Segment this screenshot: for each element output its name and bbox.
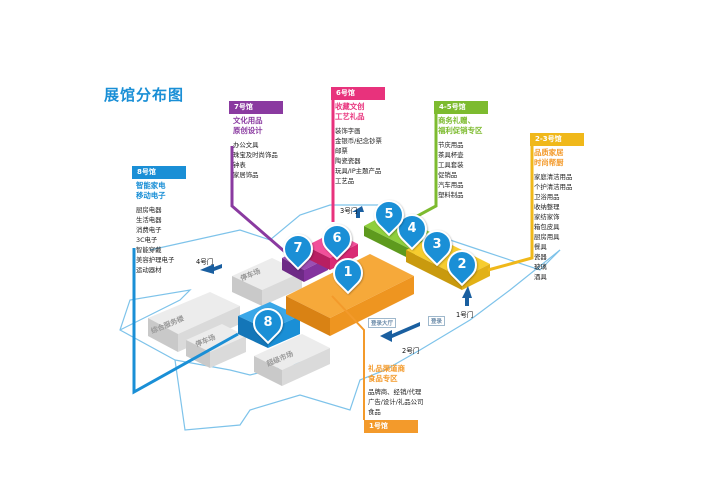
hall-7-item-list: 办公文具 珠宝及时尚饰品 钟表 家居饰品: [233, 140, 283, 180]
list-item: 工具套装: [438, 161, 464, 169]
gate-arrows: [200, 206, 472, 342]
hall-7-header: 7号馆: [229, 101, 283, 114]
gate-4-label: 4号门: [196, 258, 214, 266]
list-item: 陶瓷瓷器: [335, 157, 361, 165]
gate-3-label: 3号门: [340, 207, 358, 215]
hall-8-header: 8号馆: [132, 166, 186, 179]
list-item: 瓷器: [534, 253, 547, 261]
list-item: 餐具: [534, 243, 547, 251]
hall-6-header: 6号馆: [331, 87, 385, 100]
hall-23-header: 2-3号馆: [530, 133, 584, 146]
hall-1-item-list: 品牌商、经销/代理 广告/设计/礼品公司 食品: [368, 387, 423, 417]
hall-1-subtitle-2: 食品专区: [368, 374, 398, 383]
list-item: 品牌商、经销/代理: [368, 388, 422, 396]
list-item: 办公文具: [233, 141, 259, 149]
list-item: 厨房电器: [136, 206, 162, 214]
gate-2-label: 2号门: [402, 347, 420, 355]
list-item: 金银币/纪念钞票: [335, 137, 382, 145]
hall-6-subtitle-2: 工艺礼品: [335, 112, 365, 121]
list-item: 厨房用具: [534, 233, 560, 241]
list-item: 箱包皮具: [534, 223, 560, 231]
hall-1-card: 礼品渠道商 食品专区 品牌商、经销/代理 广告/设计/礼品公司 食品 1号馆: [364, 362, 423, 433]
list-item: 玩具/IP主题产品: [335, 167, 382, 175]
hall-1-subtitle-1: 礼品渠道商: [368, 364, 405, 373]
leader-1: [331, 295, 365, 420]
list-item: 茶具杯壶: [438, 151, 464, 159]
list-item: 收纳整理: [534, 203, 560, 211]
list-item: 家庭清洁用品: [534, 173, 573, 181]
list-item: 食品: [368, 408, 381, 416]
list-item: 塑料制品: [438, 191, 464, 199]
hall-45-subtitle-1: 商务礼赠、: [438, 116, 475, 125]
page-title: 展馆分布图: [104, 86, 185, 104]
list-item: 珠宝及时尚饰品: [233, 151, 278, 159]
hall-45-subtitle-2: 福利促销专区: [438, 126, 483, 135]
hall-8-subtitle-1: 智能家电: [136, 181, 166, 190]
list-item: 消费电子: [136, 226, 162, 234]
floor-tag-2: 登录: [428, 316, 446, 326]
hall-45-card: 4-5号馆 商务礼赠、 福利促销专区 节庆用品 茶具杯壶 工具套装 促销品 汽车…: [434, 101, 488, 200]
hall-6-subtitle-1: 收藏文创: [335, 102, 365, 111]
list-item: 家居饰品: [233, 171, 259, 179]
hall-7-subtitle-1: 文化用品: [233, 116, 263, 125]
leader-7: [230, 146, 293, 260]
list-item: 汽车用品: [438, 181, 464, 189]
hall-6-card: 6号馆 收藏文创 工艺礼品 装饰字画 金银币/纪念钞票 邮票 陶瓷瓷器 玩具/I…: [331, 87, 385, 186]
hall-23-subtitle-1: 品质家居: [534, 148, 564, 157]
list-item: 智能穿戴: [136, 246, 162, 254]
list-item: 家纺家饰: [534, 213, 560, 221]
hall-23-item-list: 家庭清洁用品 个护清洁用品 卫浴用品 收纳整理 家纺家饰 箱包皮具 厨房用具 餐…: [534, 172, 584, 282]
list-item: 广告/设计/礼品公司: [368, 398, 424, 406]
floor-tag-1: 登录大厅: [368, 318, 397, 328]
site-outline-2: [149, 204, 561, 271]
hall-23-subtitle-2: 时尚帮厨: [534, 158, 564, 167]
list-item: 生活电器: [136, 216, 162, 224]
site-outline: [119, 249, 561, 431]
list-item: 运动器材: [136, 266, 162, 274]
list-item: 美容护理电子: [136, 256, 175, 264]
list-item: 邮票: [335, 147, 348, 155]
leader-45: [409, 108, 438, 222]
list-item: 工艺品: [335, 177, 355, 185]
hall-23-card: 2-3号馆 品质家居 时尚帮厨 家庭清洁用品 个护清洁用品 卫浴用品 收纳整理 …: [530, 133, 584, 282]
list-item: 促销品: [438, 171, 458, 179]
list-item: 玻璃: [534, 263, 547, 271]
leader-8: [132, 248, 239, 395]
leader-23: [487, 146, 534, 272]
hall-6-item-list: 装饰字画 金银币/纪念钞票 邮票 陶瓷瓷器 玩具/IP主题产品 工艺品: [335, 126, 385, 186]
hall-45-header: 4-5号馆: [434, 101, 488, 114]
list-item: 钟表: [233, 161, 246, 169]
hall-45-item-list: 节庆用品 茶具杯壶 工具套装 促销品 汽车用品 塑料制品: [438, 140, 488, 200]
building-parking-2: [186, 324, 246, 368]
hall-8-card: 8号馆 智能家电 移动电子 厨房电器 生活电器 消费电子 3C电子 智能穿戴 美…: [132, 166, 186, 275]
hall-8-item-list: 厨房电器 生活电器 消费电子 3C电子 智能穿戴 美容护理电子 运动器材: [136, 205, 186, 275]
building-supermarket: [254, 334, 330, 386]
hall-1-header: 1号馆: [364, 420, 418, 433]
hall-7-card: 7号馆 文化用品 原创设计 办公文具 珠宝及时尚饰品 钟表 家居饰品: [229, 101, 283, 180]
list-item: 节庆用品: [438, 141, 464, 149]
list-item: 3C电子: [136, 236, 158, 244]
list-item: 卫浴用品: [534, 193, 560, 201]
list-item: 酒具: [534, 273, 547, 281]
hall-8-subtitle-2: 移动电子: [136, 191, 166, 200]
list-item: 装饰字画: [335, 127, 361, 135]
list-item: 个护清洁用品: [534, 183, 573, 191]
gate-1-label: 1号门: [456, 311, 474, 319]
hall-7-subtitle-2: 原创设计: [233, 126, 263, 135]
